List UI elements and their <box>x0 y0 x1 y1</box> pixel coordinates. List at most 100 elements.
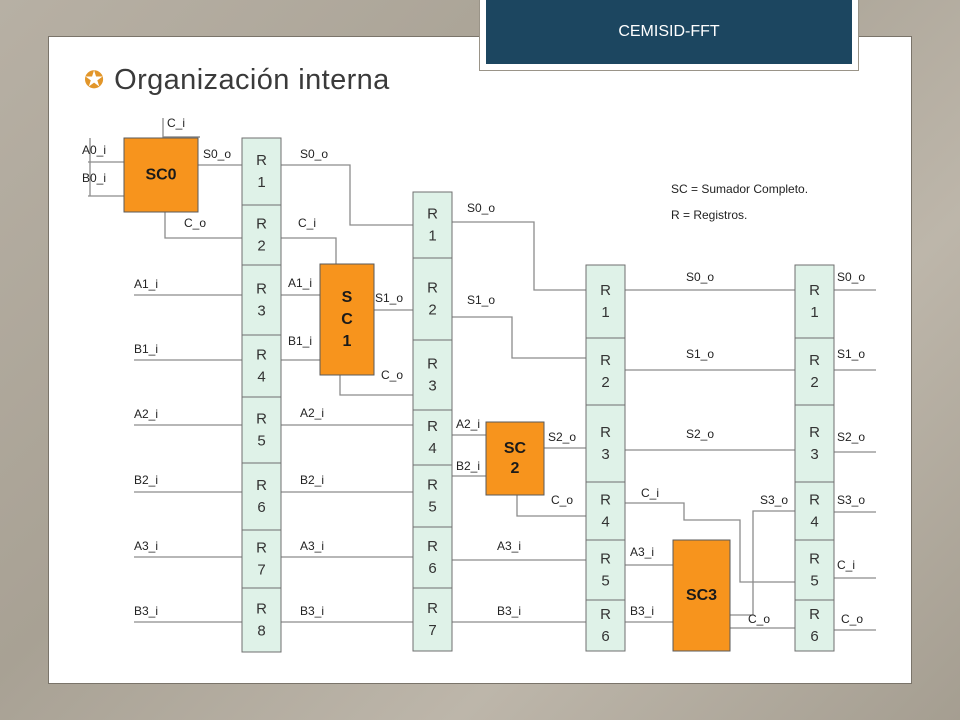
legend-line: SC = Sumador Completo. <box>671 182 808 196</box>
register-label: R8 <box>256 601 267 640</box>
register-c3-r5 <box>585 539 626 601</box>
register-label: R7 <box>256 540 267 579</box>
register-label: R6 <box>809 606 820 645</box>
signal-label: C_o <box>381 368 403 382</box>
svg-text:4: 4 <box>257 369 265 386</box>
signal-label: C_o <box>748 612 770 626</box>
signal-label: B0_i <box>82 171 106 185</box>
signal-label: A3_i <box>300 539 324 553</box>
register-label: R2 <box>600 352 611 391</box>
signal-label: S0_o <box>837 270 865 284</box>
register-c2-r6 <box>412 526 453 589</box>
signal-label: A2_i <box>134 407 158 421</box>
svg-text:1: 1 <box>601 304 609 321</box>
register-label: R3 <box>809 424 820 463</box>
svg-text:SC3: SC3 <box>686 587 717 604</box>
signal-label: A0_i <box>82 143 106 157</box>
register-c1-r6 <box>241 462 282 531</box>
register-c3-r6 <box>585 599 626 652</box>
register-c1-r8 <box>241 587 282 653</box>
svg-text:R: R <box>256 152 267 169</box>
svg-text:7: 7 <box>257 562 265 579</box>
register-c2-r1 <box>412 191 453 259</box>
svg-text:R: R <box>809 492 820 509</box>
signal-label: A1_i <box>134 277 158 291</box>
svg-text:R: R <box>256 281 267 298</box>
svg-text:R: R <box>600 606 611 623</box>
register-label: R3 <box>256 281 267 320</box>
svg-text:R: R <box>256 216 267 233</box>
register-label: R1 <box>427 206 438 245</box>
svg-text:R: R <box>809 282 820 299</box>
register-c3-r3 <box>585 404 626 483</box>
signal-label: S2_o <box>837 430 865 444</box>
svg-text:C: C <box>341 311 353 328</box>
signal-label: A2_i <box>300 406 324 420</box>
signal-label: S3_o <box>837 493 865 507</box>
signal-label: S1_o <box>467 293 495 307</box>
svg-text:8: 8 <box>257 623 265 640</box>
register-label: R1 <box>256 152 267 191</box>
signal-labels: C_iA0_iB0_iA1_iB1_iA2_iB2_iA3_iB3_iS0_oC… <box>82 116 865 626</box>
svg-text:R: R <box>256 411 267 428</box>
adder-sc0 <box>123 137 199 213</box>
register-label: R2 <box>256 216 267 255</box>
register-label: R5 <box>427 477 438 516</box>
signal-label: B3_i <box>134 604 158 618</box>
slide-title: Organización interna <box>114 63 390 96</box>
adder-sc3 <box>672 539 731 652</box>
svg-text:1: 1 <box>428 228 436 245</box>
signal-label: A3_i <box>630 545 654 559</box>
signal-label: B3_i <box>300 604 324 618</box>
svg-text:4: 4 <box>601 514 609 531</box>
signal-label: B2_i <box>300 473 324 487</box>
svg-text:R: R <box>427 280 438 297</box>
register-label: R5 <box>256 411 267 450</box>
svg-text:5: 5 <box>428 499 436 516</box>
register-label: R6 <box>427 538 438 577</box>
svg-text:R: R <box>600 424 611 441</box>
register-c1-r5 <box>241 396 282 464</box>
adder-label: SC2 <box>504 440 527 477</box>
bullet-icon: ✪ <box>84 66 105 94</box>
register-label: R2 <box>809 352 820 391</box>
adder-sc1 <box>319 263 375 376</box>
register-c1-r1 <box>241 137 282 206</box>
svg-text:R: R <box>256 601 267 618</box>
register-c1-r7 <box>241 529 282 589</box>
signal-label: B1_i <box>134 342 158 356</box>
register-c2-r2 <box>412 257 453 341</box>
register-label: R3 <box>600 424 611 463</box>
signal-label: B2_i <box>134 473 158 487</box>
signal-label: C_o <box>551 493 573 507</box>
svg-text:R: R <box>427 538 438 555</box>
signal-label: S1_o <box>375 291 403 305</box>
adder-sc2 <box>485 421 545 496</box>
signal-label: A3_i <box>497 539 521 553</box>
signal-label: C_o <box>184 216 206 230</box>
register-label: R3 <box>427 356 438 395</box>
signal-label: B1_i <box>288 334 312 348</box>
signal-label: B3_i <box>497 604 521 618</box>
header-tag: CEMISID-FFT <box>480 0 858 70</box>
svg-text:6: 6 <box>601 628 609 645</box>
svg-text:R: R <box>427 418 438 435</box>
register-label: R4 <box>809 492 820 531</box>
svg-text:2: 2 <box>428 302 436 319</box>
register-c3-r1 <box>585 264 626 339</box>
svg-text:R: R <box>427 356 438 373</box>
register-label: R7 <box>427 600 438 639</box>
register-c1-r4 <box>241 334 282 398</box>
register-label: R4 <box>600 492 611 531</box>
register-label: R2 <box>427 280 438 319</box>
svg-text:R: R <box>427 477 438 494</box>
svg-text:5: 5 <box>810 573 818 590</box>
signal-label: S0_o <box>203 147 231 161</box>
signal-label: A1_i <box>288 276 312 290</box>
svg-text:6: 6 <box>810 628 818 645</box>
register-c1-r2 <box>241 204 282 266</box>
svg-text:4: 4 <box>428 440 436 457</box>
register-c2-r5 <box>412 464 453 528</box>
svg-text:R: R <box>600 282 611 299</box>
register-c1-r3 <box>241 264 282 336</box>
